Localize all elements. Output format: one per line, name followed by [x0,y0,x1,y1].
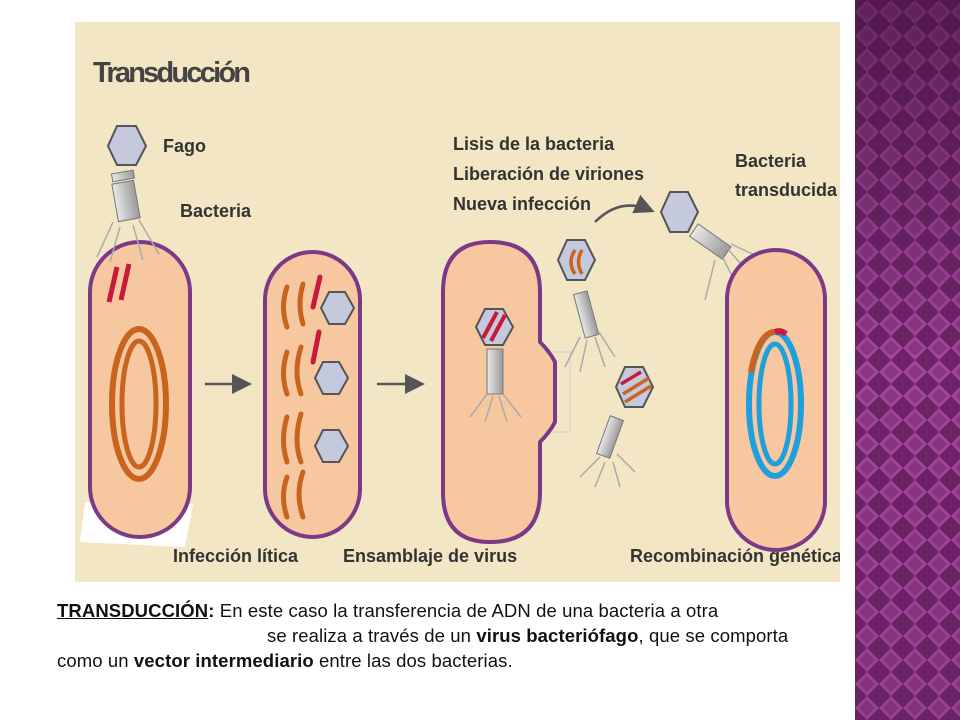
diagram-title: Transducción [93,57,251,89]
infecting-phage [659,191,771,301]
caption-line1-text: En este caso la transferencia de ADN de … [214,600,719,621]
caption-line-2: se realiza a través de un virus bacterió… [57,623,947,648]
caption-line2-text-b: , que se comporta [638,625,789,646]
caption-line-3: como un vector intermediario entre las d… [57,648,947,673]
caption-vector-term: vector intermediario [133,650,314,671]
assembling-bacterium [263,250,362,539]
lysing-bacterium [441,239,571,545]
label-bacteria-transducida-1: Bacteria [735,151,807,171]
label-bacteria-transducida-2: transducida [735,180,838,200]
infected-bacterium [80,240,193,547]
caption-line3-text-a: como un [57,650,134,671]
label-liberacion-viriones: Liberación de viriones [453,164,644,184]
caption-line-1: TRANSDUCCIÓN: En este caso la transferen… [57,598,947,623]
stage-label-recombinacion: Recombinación genética [630,546,840,566]
caption-virus-term: virus bacteriófago [476,625,639,646]
stage-label-ensamblaje: Ensamblaje de virus [343,546,517,566]
transduced-bacterium [725,248,827,552]
arrow-new-infection [594,194,655,223]
caption-line3-text-b: entre las dos bacterias. [313,650,513,671]
label-lisis-bacteria: Lisis de la bacteria [453,134,615,154]
caption-colon: : [208,600,215,621]
label-nueva-infeccion: Nueva infección [453,194,591,214]
released-phage-top [556,239,616,373]
stage-label-infeccion-litica: Infección lítica [173,546,299,566]
label-fago: Fago [163,136,206,156]
caption: TRANSDUCCIÓN: En este caso la transferen… [57,598,947,673]
released-phage-bottom [579,366,655,488]
decorative-diamond-stripe [855,0,960,720]
transduction-diagram: Transducción Fago Bacteria [75,22,840,582]
phage-attaching [96,125,160,263]
caption-line2-text-a: se realiza a través de un [267,625,477,646]
caption-term: TRANSDUCCIÓN [57,600,209,621]
label-bacteria: Bacteria [180,201,252,221]
